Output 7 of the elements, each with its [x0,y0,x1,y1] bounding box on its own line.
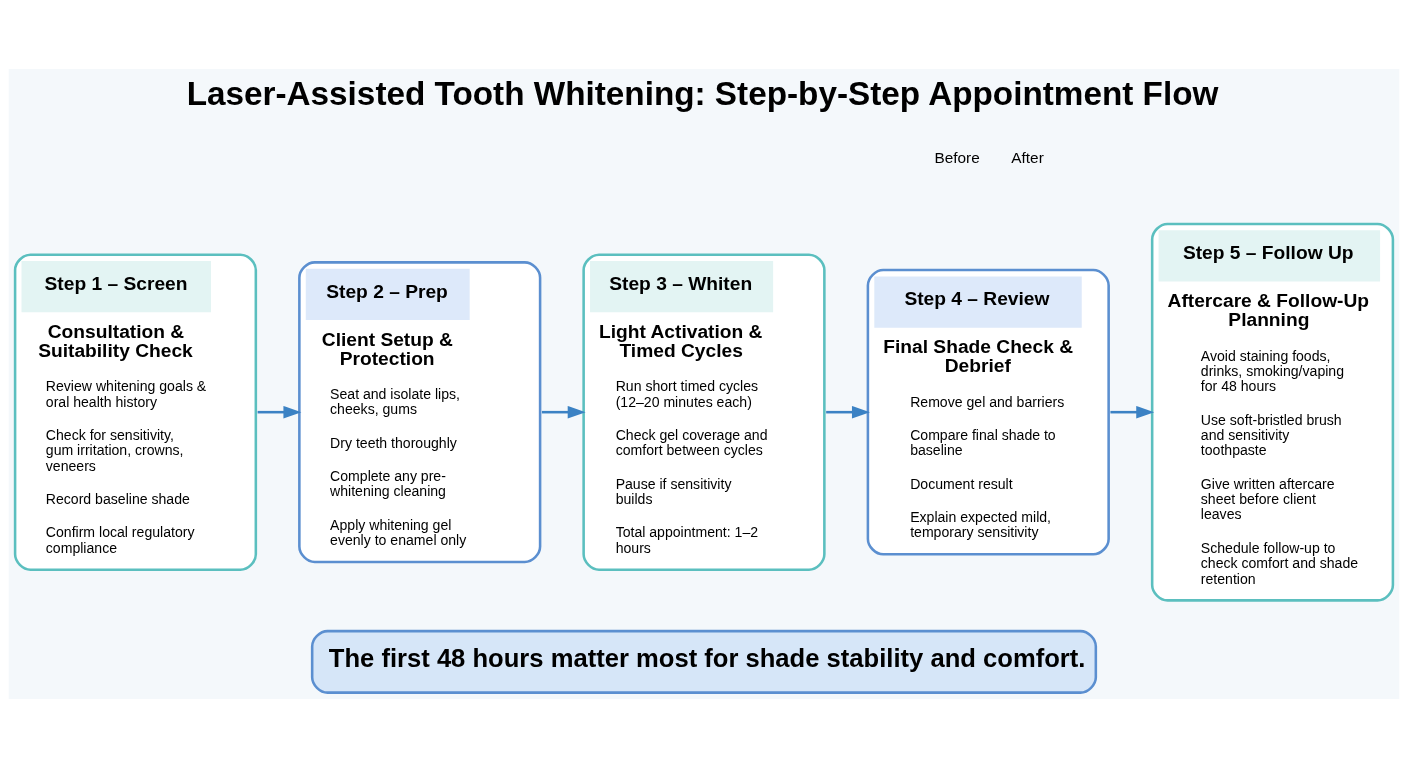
arrow [257,405,302,419]
label: Before [934,148,980,166]
label: After [1011,148,1044,166]
arrow [826,405,870,419]
arrow [1110,405,1155,419]
arrow [541,405,586,419]
diagram-title: Laser-Assisted Tooth Whitening: Step-by-Step Appointment Flow [186,74,1219,112]
